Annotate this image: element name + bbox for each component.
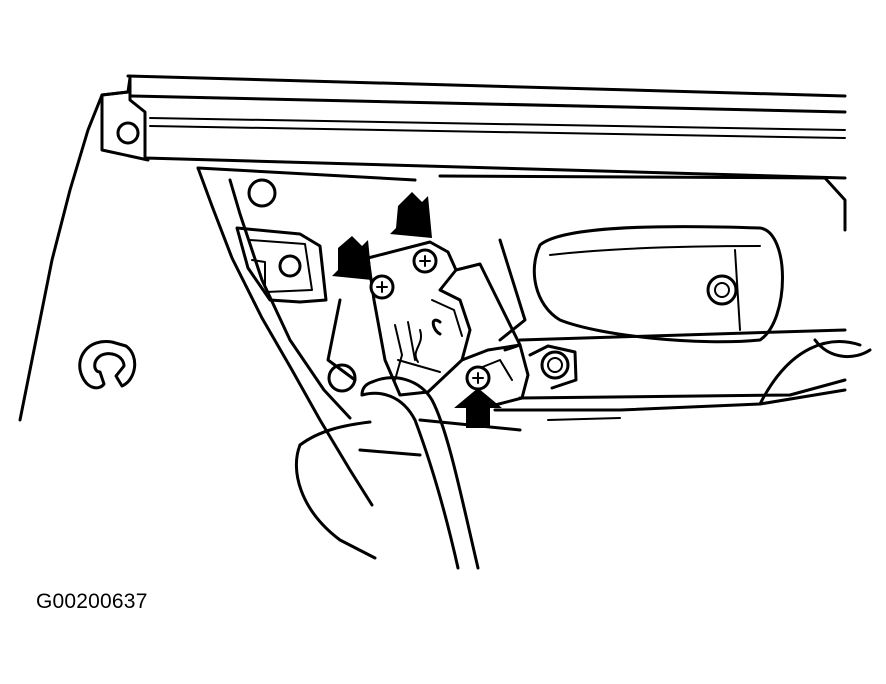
door-latch-assembly: [366, 240, 530, 407]
upper-right-screw: [412, 248, 438, 274]
door-handle-pocket: [532, 225, 784, 344]
lock-bracket: [235, 226, 328, 304]
panel-fastener-holes: [116, 121, 578, 393]
inner-door-panel: [196, 166, 847, 507]
lower-screw: [465, 365, 491, 391]
latch-cable: [360, 376, 480, 570]
window-channel-rail: [100, 74, 847, 180]
figure-id-label: G00200637: [36, 590, 148, 613]
lower-panel-section: [294, 338, 872, 560]
door-outer-panel: [18, 76, 132, 422]
clip-icon: [78, 340, 137, 390]
upper-left-screw: [369, 274, 395, 300]
arrow-icon: [332, 192, 502, 428]
